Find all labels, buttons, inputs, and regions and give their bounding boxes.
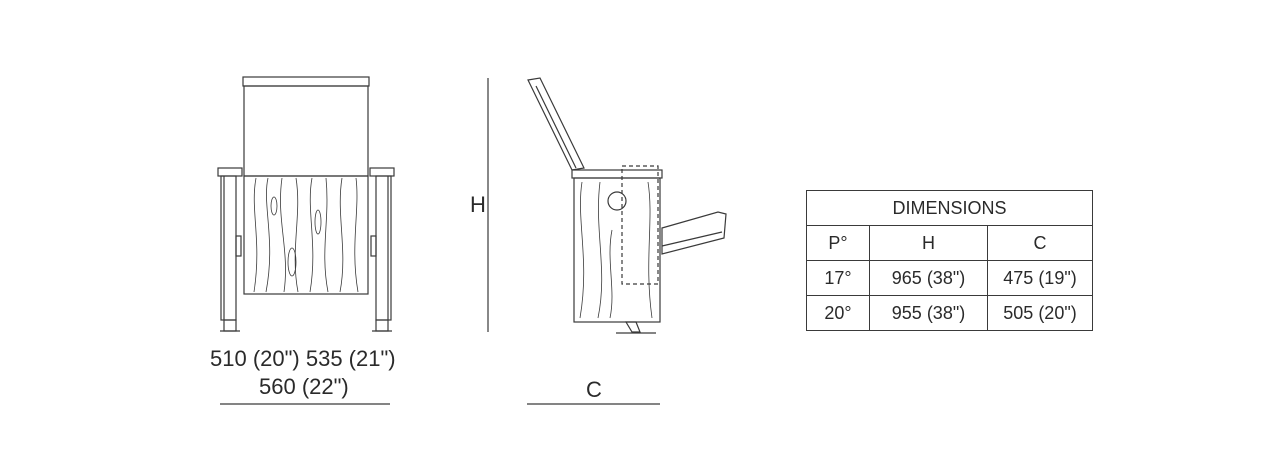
table-row: 20° 955 (38") 505 (20") bbox=[806, 295, 1093, 331]
table-row: 17° 965 (38") 475 (19") bbox=[806, 260, 1093, 296]
cell-height: 965 (38") bbox=[869, 260, 988, 296]
cell-depth: 475 (19") bbox=[987, 260, 1093, 296]
header-depth: C bbox=[987, 225, 1093, 261]
depth-label: C bbox=[586, 377, 602, 402]
header-height: H bbox=[869, 225, 988, 261]
height-label: H bbox=[470, 192, 486, 217]
cell-depth: 505 (20") bbox=[987, 295, 1093, 331]
cell-height: 955 (38") bbox=[869, 295, 988, 331]
cell-angle: 17° bbox=[806, 260, 870, 296]
table-header-row: P° H C bbox=[806, 225, 1093, 261]
front-width-label-1: 510 (20") 535 (21") bbox=[210, 346, 396, 371]
seat-side-view bbox=[487, 77, 727, 334]
header-angle: P° bbox=[806, 225, 870, 261]
seat-front-view bbox=[217, 76, 395, 332]
table-title: DIMENSIONS bbox=[806, 190, 1093, 226]
cell-angle: 20° bbox=[806, 295, 870, 331]
front-width-label-2: 560 (22") bbox=[259, 374, 349, 399]
dimensions-table: DIMENSIONS P° H C 17° 965 (38") 475 (19"… bbox=[806, 190, 1093, 331]
